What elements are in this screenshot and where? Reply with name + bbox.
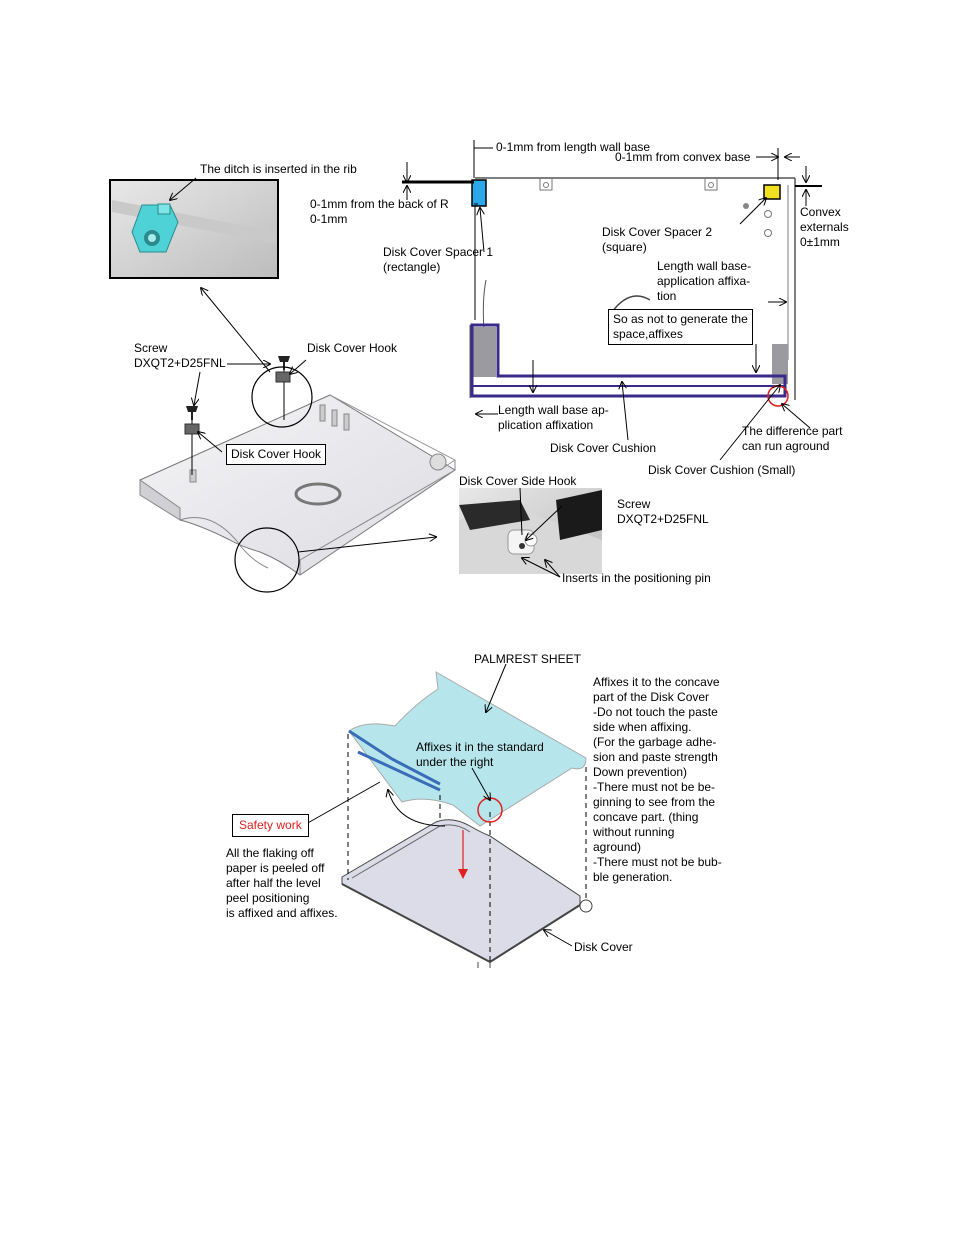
disk-cover-hook-label-2: Disk Cover Hook: [226, 444, 327, 465]
side-hook-label: Disk Cover Side Hook: [459, 474, 577, 488]
cover-plan-view: [469, 177, 796, 407]
palmrest-assembly: [341, 671, 593, 968]
concave-affix-note: Affixes it to the concave part of the Di…: [593, 675, 722, 884]
no-space-note: So as not to generate the space,affixes: [608, 309, 753, 345]
disk-cover-cushion-label: Disk Cover Cushion: [550, 441, 657, 455]
safety-work-badge: Safety work: [232, 814, 309, 837]
spacer1-label: Disk Cover Spacer 1 (rectangle): [383, 245, 494, 274]
screw-icon: [186, 406, 198, 420]
length-wall-base-dim: 0-1mm from length wall base: [496, 140, 651, 154]
positioning-pin-label: Inserts in the positioning pin: [562, 571, 711, 585]
side-hook-photo: [459, 488, 602, 574]
length-wall-bottom-label: Length wall base ap- plication affixatio…: [498, 403, 609, 432]
disk-cover-cushion-small-label: Disk Cover Cushion (Small): [648, 463, 796, 477]
difference-part-label: The difference part can run aground: [742, 424, 843, 453]
screw-label-left: Screw DXQT2+D25FNL: [134, 341, 226, 370]
magnifier-circle-icon: [251, 366, 313, 428]
screw-icon: [278, 356, 290, 370]
convex-externals-label: Convex externals 0±1mm: [800, 205, 849, 249]
disk-cover-label: Disk Cover: [574, 940, 633, 954]
hook-inset-photo: [109, 179, 279, 279]
convex-base-dim: 0-1mm from convex base: [615, 150, 751, 164]
back-of-r-dim: 0-1mm from the back of R 0-1mm: [310, 197, 449, 226]
spacer2-label: Disk Cover Spacer 2 (square): [602, 225, 713, 254]
screw-label-right: Screw DXQT2+D25FNL: [617, 497, 709, 526]
safety-work-text: Safety work: [239, 818, 302, 832]
affixes-standard-label: Affixes it in the standard under the rig…: [416, 740, 544, 769]
palmrest-sheet-label: PALMREST SHEET: [474, 652, 581, 666]
peel-note: All the flaking off paper is peeled off …: [226, 846, 338, 920]
disk-cover-hook-label: Disk Cover Hook: [307, 341, 398, 355]
magnifier-circle-icon: [234, 527, 300, 593]
length-wall-application-label: Length wall base- application affixa- ti…: [657, 259, 752, 303]
disk-cover-isometric: [139, 394, 456, 576]
ditch-label: The ditch is inserted in the rib: [200, 162, 357, 176]
hook-part-icon: [131, 203, 179, 253]
